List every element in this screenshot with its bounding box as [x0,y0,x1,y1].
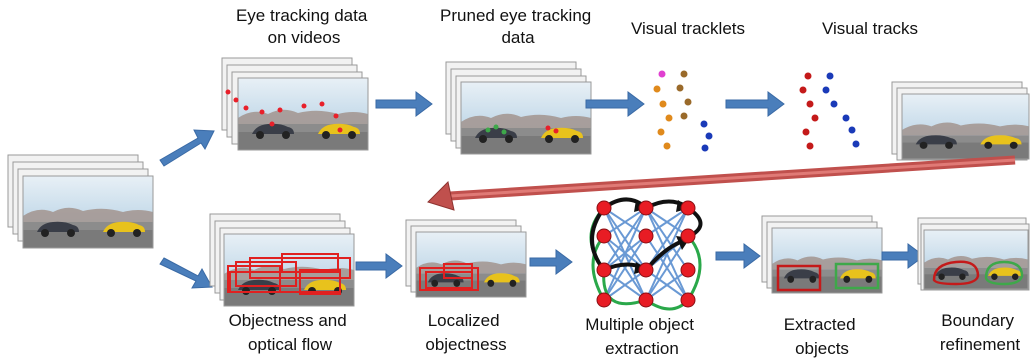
arrow-source-to-objectness [159,257,213,289]
label-pruned: Pruned eye tracking data [440,6,596,47]
arrow-pruned-to-tracklets [585,91,645,117]
pruned-eye-tracking-stack [445,61,592,155]
label-tracklets: Visual tracklets [631,19,745,38]
arrow-extracted-to-boundary [881,243,925,269]
arrow-tracklets-to-tracks [725,91,785,117]
arrow-objectness-to-localized [355,253,403,279]
label-extracted: Extracted objects [784,315,861,358]
arrow-source-to-eye [159,129,215,167]
label-boundary: Boundary refinement [940,311,1021,354]
eye-tracking-stack [221,57,369,151]
extracted-stack [761,215,883,294]
extraction-graph [589,197,703,311]
tracks-video-stack [891,81,1030,161]
localized-stack [405,219,527,298]
label-eye-tracking: Eye tracking data on videos [236,6,372,47]
arrow-graph-to-extracted [715,243,761,269]
objectness-stack [209,213,355,307]
arrow-eye-to-pruned [375,91,433,117]
boundary-stack [917,217,1030,291]
label-objectness: Objectness and optical flow [229,311,352,354]
arrow-localized-to-graph [529,249,573,275]
label-localized: Localized objectness [425,311,506,354]
source-video-stack [7,154,154,249]
tracklet-dots [653,70,713,152]
label-multiple: Multiple object extraction [585,315,698,358]
gaze-points [225,89,343,133]
label-tracks: Visual tracks [822,19,918,38]
track-dots [799,72,860,150]
